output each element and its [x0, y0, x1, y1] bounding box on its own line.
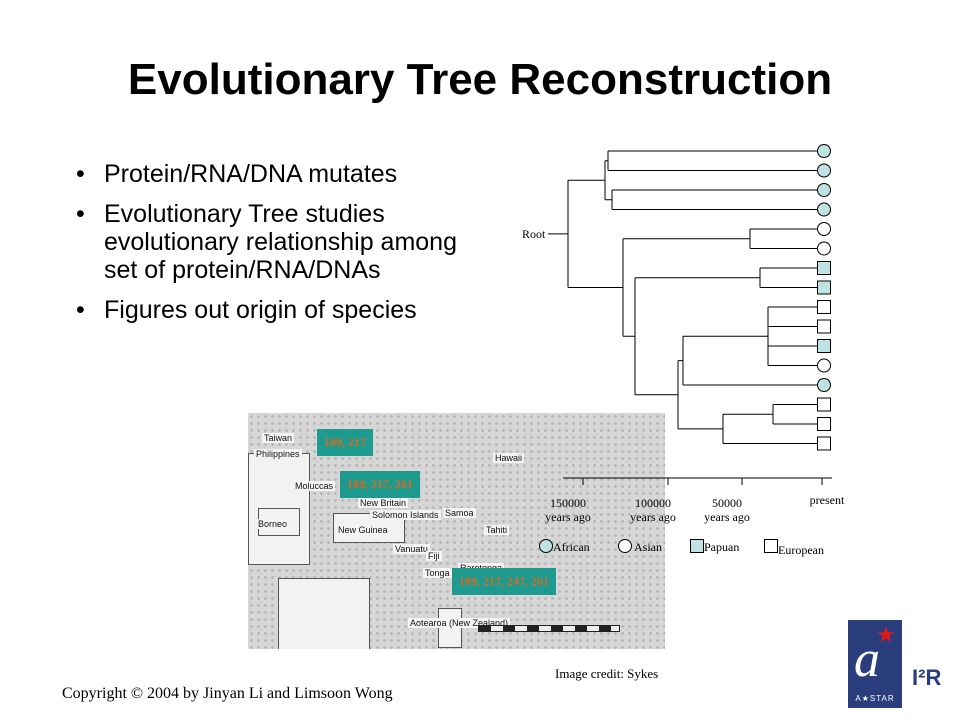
star-icon: ★ [876, 622, 896, 647]
leaf-marker-circle [817, 202, 831, 217]
i2r-logo: I²R [912, 665, 942, 690]
astar-wordmark: A★STAR [855, 694, 895, 703]
place-label: Tonga [423, 568, 452, 578]
legend-label: African [553, 540, 590, 554]
place-label: New Britain [358, 498, 409, 508]
time-axis-label: years ago [630, 510, 676, 524]
copyright-notice: Copyright © 2004 by Jinyan Li and Limsoo… [62, 685, 393, 702]
legend-swatch [690, 539, 704, 553]
pacific-map: Hawaii Taiwan Philippines Moluccas New B… [248, 413, 665, 649]
place-label: Moluccas [293, 481, 336, 491]
legend-swatch [764, 539, 778, 553]
time-axis-label: 50000 [712, 496, 742, 510]
astar-a-mark: a [854, 631, 880, 688]
place-label: Borneo [256, 519, 290, 529]
time-axis-label: years ago [545, 510, 591, 524]
time-axis-label: 150000 [550, 496, 586, 510]
image-credit: Image credit: Sykes [555, 666, 659, 681]
bullet-item: • Figures out origin of species [74, 296, 494, 324]
place-label: New Guinea [336, 525, 390, 535]
bullet-marker: • [76, 160, 85, 188]
bullet-marker: • [76, 296, 85, 324]
leaf-marker-square [817, 397, 831, 412]
bullet-item: • Protein/RNA/DNA mutates [74, 160, 494, 188]
place-label: Aotearoa (New Zealand) [408, 618, 511, 628]
bullet-text: Protein/RNA/DNA mutates [104, 160, 398, 188]
leaf-marker-circle [817, 358, 831, 373]
bullet-marker: • [76, 200, 85, 228]
leaf-marker-square [817, 300, 831, 314]
bullet-text: Figures out origin of species [104, 296, 417, 324]
place-label: Hawaii [493, 453, 525, 463]
leaf-marker-square [817, 319, 831, 334]
legend-swatch [539, 539, 553, 553]
time-axis-label: 100000 [635, 496, 671, 510]
time-axis-label: present [810, 493, 845, 507]
leaf-marker-square [817, 417, 831, 431]
australia-landmass [278, 578, 370, 649]
place-label: Tahiti [484, 525, 510, 535]
leaf-marker-square [817, 280, 831, 295]
leaf-marker-square [817, 436, 831, 451]
leaf-marker-circle [817, 222, 831, 236]
legend-label: Asian [634, 540, 662, 554]
new-zealand-landmass [438, 608, 462, 648]
leaf-marker-circle [817, 378, 831, 392]
bullet-list: • Protein/RNA/DNA mutates • Evolutionary T… [74, 160, 494, 336]
page-title: Evolutionary Tree Reconstruction [127, 55, 833, 104]
bullet-text: Evolutionary Tree studies evolutionary r… [104, 200, 457, 284]
leaf-marker-circle [817, 183, 831, 197]
leaf-marker-circle [817, 144, 831, 158]
callout-label: 189, 217, 247, 261 [452, 568, 556, 595]
legend-swatch [618, 539, 632, 553]
place-label: Samoa [443, 508, 476, 518]
legend-label: European [778, 543, 824, 557]
leaf-marker-circle [817, 241, 831, 256]
legend-label: Papuan [704, 540, 739, 554]
leaf-marker-square [817, 261, 831, 275]
place-label: Philippines [254, 449, 302, 459]
leaf-marker-square [817, 339, 831, 353]
callout-label: 189, 217 [317, 429, 373, 456]
callout-label: 189, 217, 261 [340, 471, 420, 498]
astar-logo: a ★ A★STAR [848, 620, 902, 708]
place-label: Solomon Islands [370, 510, 441, 520]
bullet-item: • Evolutionary Tree studies evolutionary … [74, 200, 494, 284]
leaf-marker-circle [817, 163, 831, 178]
map-scale-bar [478, 625, 620, 632]
place-label: Fiji [426, 551, 442, 561]
place-label: Taiwan [262, 433, 295, 443]
root-label: Root [522, 227, 546, 241]
time-axis-label: years ago [704, 510, 750, 524]
place-label: Vanuatu [393, 544, 430, 554]
